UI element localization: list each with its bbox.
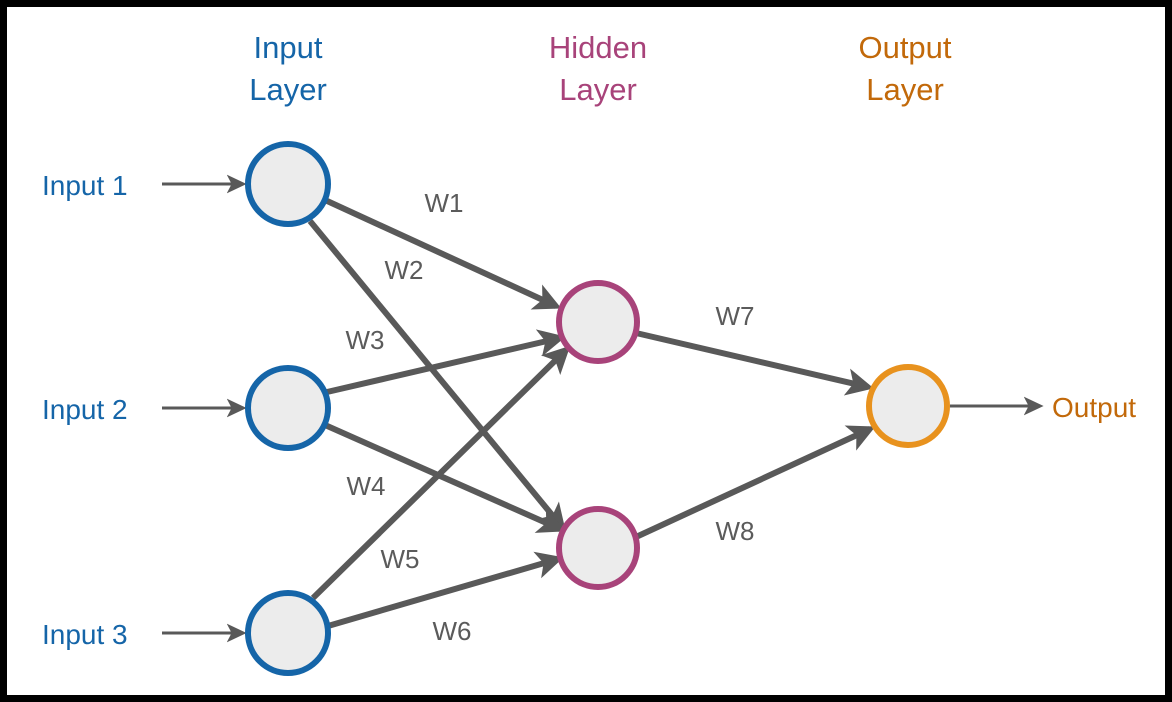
edge-w2 [307, 219, 566, 532]
output-layer-title-line2: Layer [866, 72, 944, 107]
input-layer-title-line2: Layer [249, 72, 327, 107]
input-label-2: Input 2 [42, 394, 128, 425]
input-label-3: Input 3 [42, 619, 128, 650]
weight-label-w2: W2 [385, 255, 424, 285]
edge-w8 [634, 425, 876, 540]
network-nodes-group [245, 141, 950, 676]
edge-w4 [323, 422, 566, 533]
weight-label-w3: W3 [346, 325, 385, 355]
input-node-3[interactable] [245, 590, 331, 676]
edge-w7 [635, 330, 874, 396]
io-text-labels-group: Input 1 Input 2 Input 3 Output [42, 170, 1136, 650]
input-node-2[interactable] [245, 365, 331, 451]
edge-w1 [323, 197, 562, 310]
weight-label-w4: W4 [347, 471, 386, 501]
weight-label-w8: W8 [716, 516, 755, 546]
hidden-node-2[interactable] [556, 506, 640, 590]
edge-w6 [327, 551, 564, 629]
hidden-layer-title-line2: Layer [559, 72, 637, 107]
weight-label-w7: W7 [716, 301, 755, 331]
edge-w5 [310, 345, 571, 601]
input-label-1: Input 1 [42, 170, 128, 201]
hidden-node-1[interactable] [556, 280, 640, 364]
hidden-layer-title-line1: Hidden [549, 30, 647, 65]
output-layer-title-line1: Output [858, 30, 951, 65]
io-arrows-group [162, 174, 1044, 643]
input-node-1[interactable] [245, 141, 331, 227]
input-layer-title-line1: Input [254, 30, 323, 65]
weight-label-w5: W5 [381, 544, 420, 574]
output-node-1[interactable] [866, 364, 950, 448]
weight-label-w6: W6 [433, 616, 472, 646]
output-label: Output [1052, 392, 1136, 423]
weight-label-w1: W1 [425, 188, 464, 218]
connection-edges-group [307, 197, 876, 629]
edge-w3 [326, 329, 566, 395]
